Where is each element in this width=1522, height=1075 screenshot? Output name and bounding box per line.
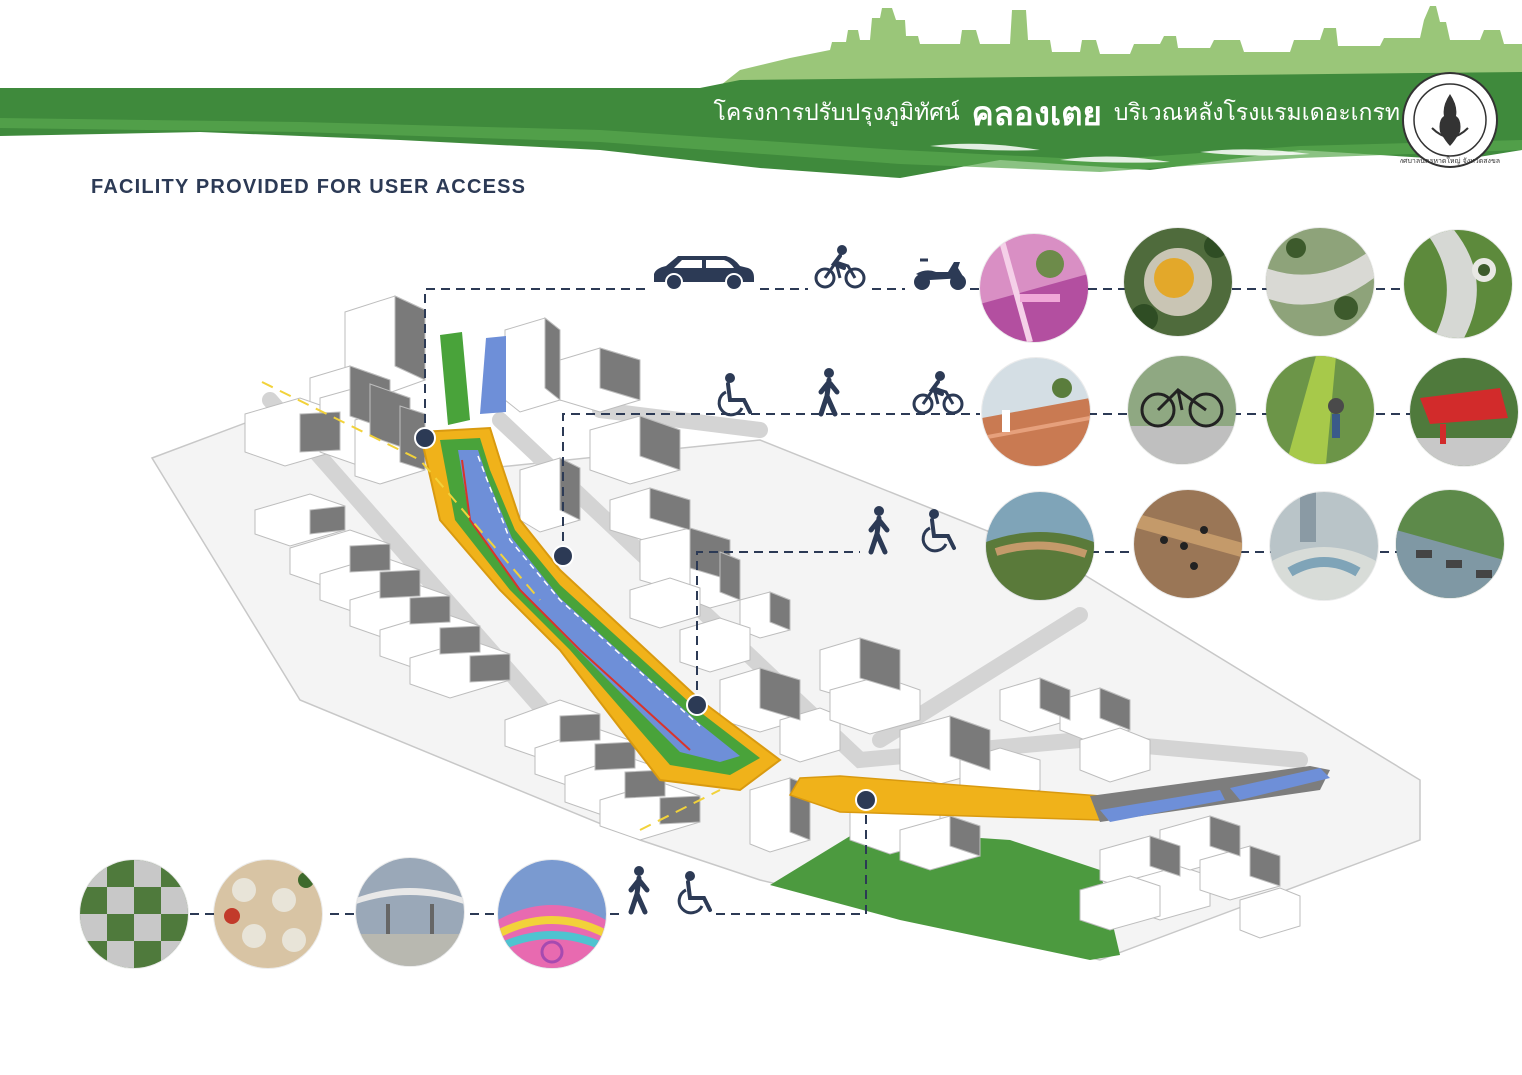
project-title: โครงการปรับปรุงภูมิทัศน์ คลองเตย บริเวณห… — [700, 88, 1400, 138]
bicycle-icon — [912, 371, 964, 415]
title-main: คลองเตย — [971, 93, 1102, 133]
municipality-seal-icon: เทศบาลนครหาดใหญ่ จังหวัดสงขลา — [1400, 72, 1500, 168]
node-markers — [414, 427, 877, 811]
photo-checkered-lawn — [80, 860, 188, 968]
title-suffix: บริเวณหลังโรงแรมเดอะเกรท — [1113, 100, 1400, 126]
photo-bike-lane — [1266, 356, 1374, 464]
header-green-band — [0, 72, 1522, 178]
road-dashes — [261, 381, 721, 831]
canal-upstream — [440, 332, 506, 425]
photo-colorful-plaza — [980, 234, 1088, 342]
pedestrian-icon — [818, 368, 840, 417]
photo-red-shelter — [1410, 358, 1518, 466]
photo-stepping-stones — [1396, 490, 1504, 598]
car-icon — [654, 256, 754, 291]
connector-lines — [190, 288, 1410, 915]
buildings-right — [504, 316, 1301, 939]
photo-curving-path — [1266, 228, 1374, 336]
node-marker-1 — [414, 427, 436, 449]
node-marker-2 — [552, 545, 574, 567]
photo-circular-plaza — [1124, 228, 1232, 336]
pedestrian-icon — [628, 866, 650, 915]
photo-canopy-plaza — [356, 858, 464, 966]
pedestrian-icon — [868, 506, 890, 555]
wheelchair-icon — [921, 509, 956, 553]
photo-bicycle-rack — [1128, 356, 1236, 464]
photo-garden-walkway — [1404, 230, 1512, 338]
wheelchair-icon — [717, 373, 752, 417]
motorcycle-icon — [914, 258, 966, 290]
photo-outdoor-seating — [214, 860, 322, 968]
photo-wetland-boardwalk — [986, 492, 1094, 600]
photo-rainbow-plaza — [498, 860, 606, 968]
node-marker-4 — [855, 789, 877, 811]
wheelchair-icon — [677, 871, 712, 915]
section-heading: FACILITY PROVIDED FOR USER ACCESS — [91, 176, 527, 198]
photo-wooden-deck-crowd — [1134, 490, 1242, 598]
lawn-area — [770, 830, 1120, 960]
buildings-left — [244, 295, 701, 841]
bicycle-icon — [814, 245, 866, 289]
seal-text: เทศบาลนครหาดใหญ่ จังหวัดสงขลา — [1400, 156, 1500, 165]
photo-waterfront-steps — [982, 358, 1090, 466]
header-banner — [0, 6, 1522, 178]
node-marker-3 — [686, 694, 708, 716]
photo-urban-stream — [1270, 492, 1378, 600]
title-prefix: โครงการปรับปรุงภูมิทัศน์ — [713, 100, 960, 126]
